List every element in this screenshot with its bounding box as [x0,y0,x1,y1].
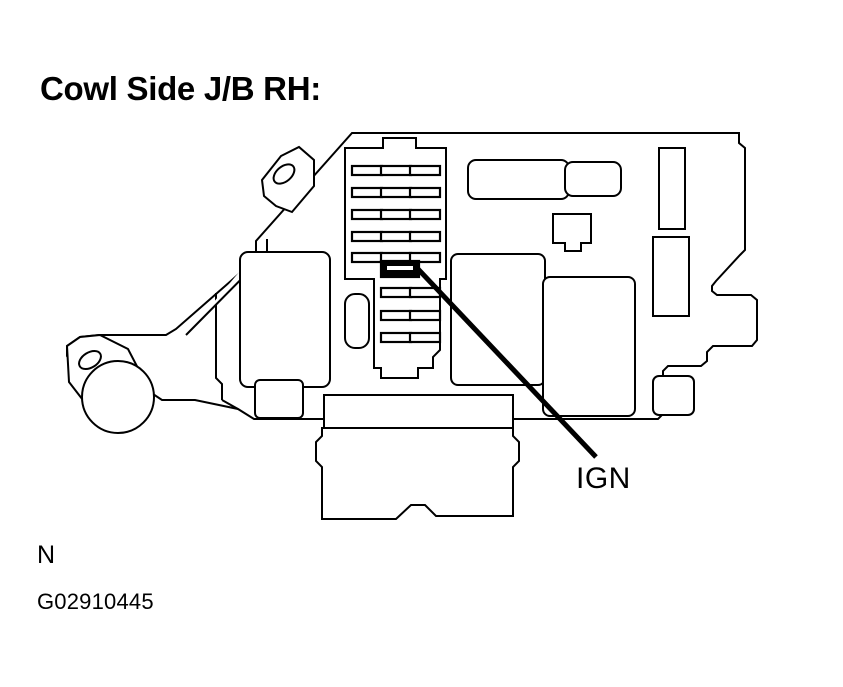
fuse-slot[interactable] [408,186,442,199]
fuse-slot[interactable] [379,230,413,243]
housing-inner-step [215,293,223,400]
fuse-slot[interactable] [408,208,442,221]
fuse-slot[interactable] [350,186,384,199]
fuse-slot[interactable] [379,309,413,322]
bottom-connector-upper [323,394,514,429]
vertical-slot-lower[interactable] [652,236,690,317]
page-title: Cowl Side J/B RH: [40,70,321,107]
callout-label-ign: IGN [576,462,631,495]
housing-lower-left-edge [221,399,239,410]
highlighted-fuse-slot-bar [387,266,413,270]
highlighted-fuse-slot-ign[interactable] [379,259,421,279]
bottom-connector-lower [315,427,520,520]
fuse-slot-grid-upper [350,164,442,264]
mounting-hole-lower [78,350,102,370]
fuse-slot[interactable] [379,164,413,177]
fuse-slot[interactable] [379,331,413,344]
fuse-slot[interactable] [379,208,413,221]
large-mounting-hole [81,360,155,434]
fuse-slot[interactable] [408,164,442,177]
relay-socket-top-left[interactable] [467,159,570,200]
fuse-slot[interactable] [408,251,442,264]
fuse-slot[interactable] [408,331,442,344]
fuse-slot[interactable] [350,164,384,177]
bottom-connector[interactable] [315,394,520,520]
fuse-slot[interactable] [379,186,413,199]
fuse-slot[interactable] [350,230,384,243]
bottom-right-socket[interactable] [652,375,695,416]
ign-leader-line [416,267,598,459]
fuse-block [344,137,447,379]
fuse-slot[interactable] [350,251,384,264]
relay-block-center-right[interactable] [542,276,636,417]
small-square-socket[interactable] [254,379,304,419]
fuse-slot[interactable] [408,309,442,322]
relay-block-far-left[interactable] [239,251,331,388]
connector-tab-small[interactable] [552,213,592,252]
fuse-slot[interactable] [350,208,384,221]
note-marker: N [37,541,56,569]
figure-id: G02910445 [37,589,154,614]
small-rounded-slot[interactable] [344,293,370,349]
vertical-slot-upper[interactable] [658,147,686,230]
mounting-hole-upper [272,163,296,185]
mounting-tab-upper [260,145,315,214]
fuse-slot[interactable] [379,286,413,299]
fuse-slot-grid-lower [379,286,442,344]
relay-socket-top-right[interactable] [564,161,622,197]
fuse-slot[interactable] [408,230,442,243]
